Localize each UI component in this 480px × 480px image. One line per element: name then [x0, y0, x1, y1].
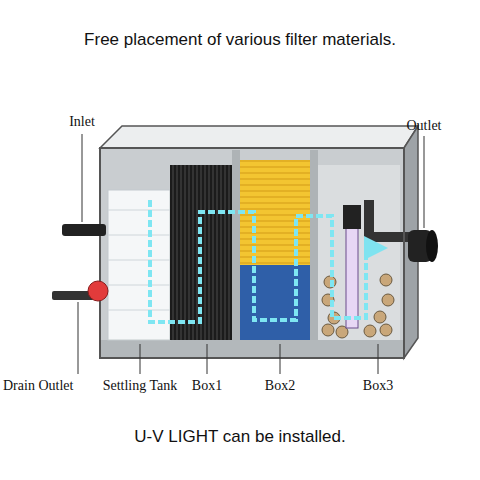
part-label: Box2: [265, 378, 295, 394]
plate-line: [108, 285, 170, 286]
leader-line: [78, 302, 79, 374]
housing-rim: [100, 126, 418, 148]
page-caption: U-V LIGHT can be installed.: [0, 427, 480, 447]
uv-cap: [343, 205, 361, 229]
divider-wall: [232, 150, 240, 340]
bio-ring: [364, 325, 376, 337]
bio-ring: [374, 311, 386, 323]
housing-interior: [100, 148, 404, 358]
plate-line: [108, 210, 170, 211]
leader-line: [378, 344, 379, 374]
part-label: Box3: [363, 378, 393, 394]
blue-sponge: [240, 265, 310, 340]
housing-front: [100, 148, 404, 358]
leader-line: [140, 344, 141, 374]
page-title: Free placement of various filter materia…: [0, 30, 480, 50]
bio-ring: [380, 324, 392, 336]
housing-floor: [100, 340, 404, 358]
water-flow: [150, 200, 380, 322]
leader-line: [82, 134, 83, 222]
leader-line: [424, 136, 425, 228]
part-label: Outlet: [407, 118, 442, 134]
plate-line: [108, 260, 170, 261]
bio-ring: [322, 324, 334, 336]
leader-line: [207, 344, 208, 374]
part-label: Settling Tank: [103, 378, 178, 394]
plate-line: [108, 310, 170, 311]
bio-ring: [380, 274, 392, 286]
plate-line: [108, 235, 170, 236]
divider-wall: [310, 150, 318, 340]
drain-valve: [88, 281, 108, 301]
part-label: Drain Outlet: [3, 378, 73, 394]
leader-line: [280, 344, 281, 374]
uv-tube: [346, 228, 358, 328]
outlet-mouth: [426, 230, 438, 262]
inlet-hose: [62, 224, 106, 236]
settling-plates: [108, 190, 170, 340]
part-label: Box1: [192, 378, 222, 394]
bio-ring: [382, 294, 394, 306]
part-label: Inlet: [69, 114, 95, 130]
